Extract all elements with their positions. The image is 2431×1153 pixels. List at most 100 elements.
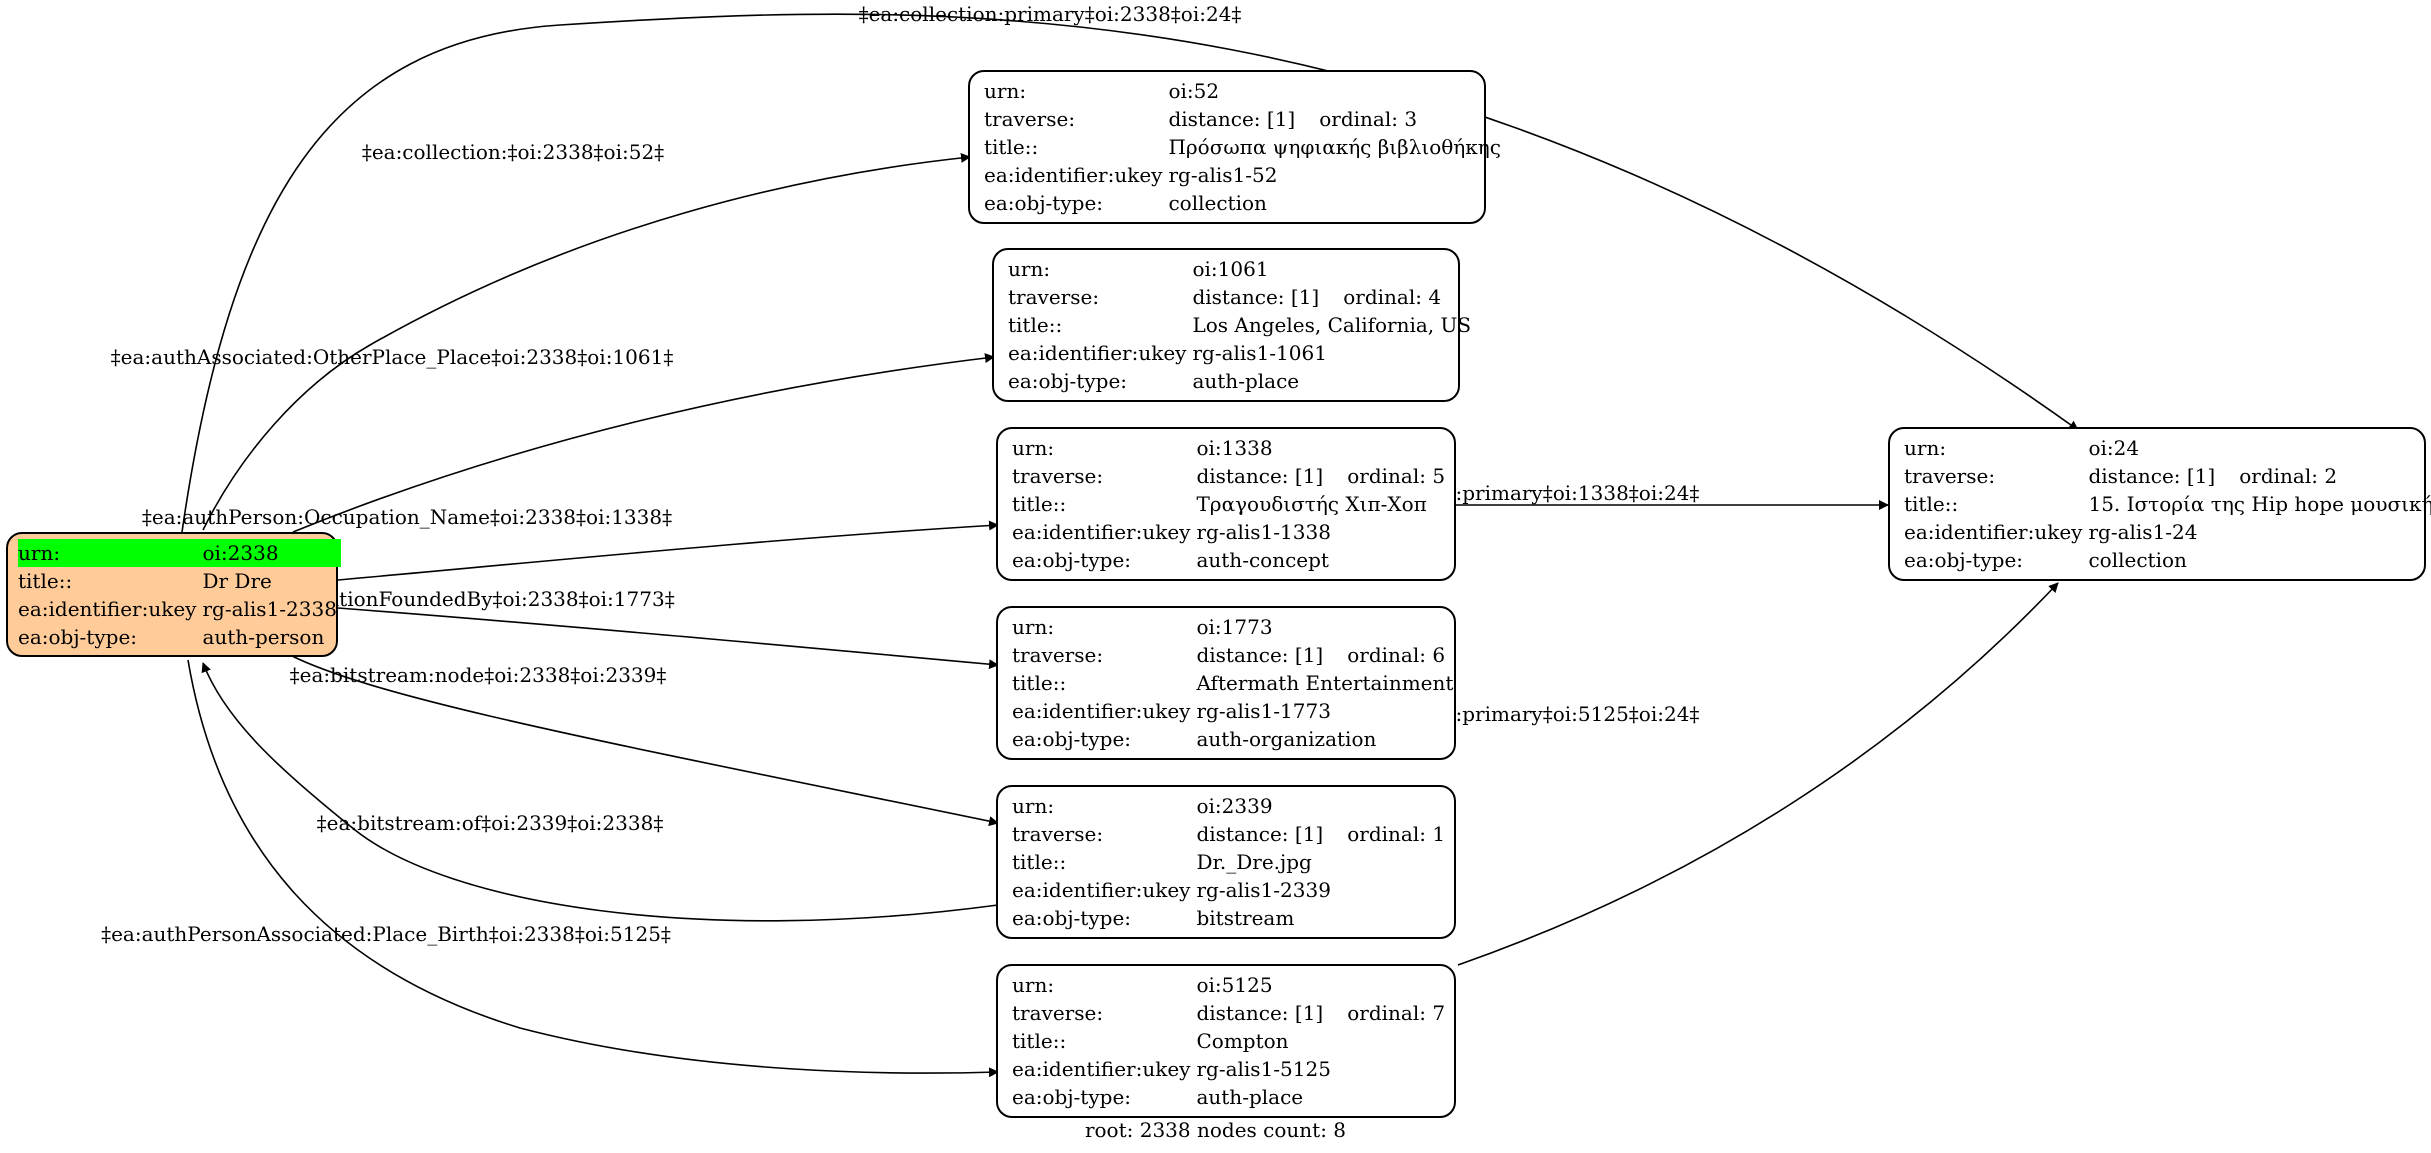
field-key: ea:obj-type: [1012, 727, 1132, 751]
field-key: urn: [1012, 973, 1055, 997]
edge-label: ‡ea:authPerson:Occupation_Name‡oi:2338‡o… [142, 505, 672, 529]
node-ordinal: ordinal: 2 [2239, 464, 2338, 488]
node-table: urn:oi:2339 traverse:distance: [1]ordina… [1012, 792, 1449, 932]
node-title: 15. Ιστορία της Hip hope μουσικής [2088, 492, 2431, 516]
field-key: ea:identifier:ukey [1012, 699, 1191, 723]
node-title: Τραγουδιστής Χιπ-Χοπ [1196, 492, 1427, 516]
node-urn: oi:1773 [1196, 615, 1273, 639]
node-distance: distance: [1] [1196, 1001, 1324, 1025]
field-key: ea:identifier:ukey [18, 597, 197, 621]
root-objtype-row: ea:obj-type: auth-person [18, 623, 341, 651]
edge-root-to-oi1338 [337, 520, 999, 581]
field-key: urn: [1008, 257, 1051, 281]
edge-label: ‡ea:authPersonAssociated:Place_Birth‡oi:… [101, 922, 671, 946]
node-traverse: distance: [1] ordinal: 3 [1168, 105, 1505, 133]
node-traverse: distance: [1] ordinal: 7 [1196, 999, 1449, 1027]
field-key: ea:obj-type: [1012, 906, 1132, 930]
field-key: ea:obj-type: [1012, 1085, 1132, 1109]
root-ukey-row: ea:identifier:ukey rg-alis1-2338 [18, 595, 341, 623]
node-urn: oi:2339 [1196, 794, 1273, 818]
node-oi1061[interactable]: urn:oi:1061 traverse:distance: [1]ordina… [992, 248, 1471, 402]
node-ukey: rg-alis1-5125 [1196, 1057, 1331, 1081]
node-title: Los Angeles, California, US [1192, 313, 1472, 337]
field-key: ea:obj-type: [18, 625, 138, 649]
field-key: ea:identifier:ukey [984, 163, 1163, 187]
node-ordinal: ordinal: 7 [1347, 1001, 1446, 1025]
node-objtype: auth-concept [1196, 548, 1329, 572]
field-key: urn: [1012, 794, 1055, 818]
edge-root-to-oi1061 [292, 353, 995, 533]
field-key: urn: [1012, 436, 1055, 460]
field-key: ea:obj-type: [984, 191, 1104, 215]
node-ordinal: ordinal: 1 [1347, 822, 1446, 846]
node-ordinal: ordinal: 4 [1343, 285, 1442, 309]
field-key: title:: [1008, 313, 1063, 337]
root-node[interactable]: urn: oi:2338 title:: Dr Dre ea:identifie… [6, 532, 341, 657]
field-key: ea:identifier:ukey [1012, 878, 1191, 902]
field-key: traverse: [1904, 464, 1996, 488]
node-distance: distance: [1] [1196, 822, 1324, 846]
node-table: urn:oi:52 traverse:distance: [1]ordinal:… [984, 77, 1505, 217]
edge-label: ‡ea:bitstream:of‡oi:2339‡oi:2338‡ [317, 811, 664, 835]
field-key: traverse: [1012, 1001, 1104, 1025]
node-distance: distance: [1] [1196, 643, 1324, 667]
node-traverse: distance: [1] ordinal: 4 [1192, 283, 1475, 311]
field-value: auth-person [202, 625, 325, 649]
field-key: traverse: [984, 107, 1076, 131]
node-table: urn: oi:1773 traverse: distance: [1] ordina… [1012, 613, 1457, 753]
node-oi1338[interactable]: urn:oi:1338 traverse:distance: [1]ordina… [996, 427, 1456, 581]
edge-label: ‡ea:collection:‡oi:2338‡oi:52‡ [362, 140, 664, 164]
node-traverse: distance: [1] ordinal: 2 [2088, 462, 2431, 490]
field-key: title:: [1012, 1029, 1067, 1053]
node-distance: distance: [1] [1196, 464, 1324, 488]
edge-root-to-oi52 [202, 152, 971, 531]
node-distance: distance: [1] [2088, 464, 2216, 488]
node-oi52[interactable]: urn:oi:52 traverse:distance: [1]ordinal:… [968, 70, 1501, 224]
node-ukey: rg-alis1-1338 [1196, 520, 1331, 544]
node-table: urn:oi:5125 traverse:distance: [1]ordina… [1012, 971, 1449, 1111]
node-ukey: rg-alis1-1061 [1192, 341, 1327, 365]
root-node-table: urn: oi:2338 title:: Dr Dre ea:identifie… [18, 539, 341, 651]
edge-label: ‡ea:authAssociated:OtherPlace_Place‡oi:2… [111, 345, 674, 369]
node-traverse: distance: [1]ordinal: 5 [1196, 462, 1449, 490]
field-key: urn: [18, 539, 203, 567]
node-objtype: bitstream [1196, 906, 1295, 930]
field-key: traverse: [1012, 643, 1104, 667]
node-distance: distance: [1] [1192, 285, 1320, 309]
root-urn-row: urn: oi:2338 [18, 539, 341, 567]
node-title: Aftermath Entertainment [1196, 671, 1454, 695]
field-key: ea:identifier:ukey [1008, 341, 1187, 365]
field-key: ea:identifier:ukey [1904, 520, 2083, 544]
node-distance: distance: [1] [1168, 107, 1296, 131]
field-value: Dr Dre [202, 569, 272, 593]
field-key: ea:obj-type: [1008, 369, 1128, 393]
edge-label: ‡ea:bitstream:node‡oi:2338‡oi:2339‡ [290, 663, 667, 687]
node-table: urn:oi:1061 traverse:distance: [1]ordina… [1008, 255, 1475, 395]
node-table: urn: oi:24 traverse: distance: [1] ordinal:… [1904, 434, 2431, 574]
field-key: ea:obj-type: [1904, 548, 2024, 572]
node-table: urn:oi:1338 traverse:distance: [1]ordina… [1012, 434, 1449, 574]
node-ordinal: ordinal: 3 [1319, 107, 1418, 131]
field-key: title:: [1012, 492, 1067, 516]
edge-root-to-oi1773 [337, 607, 999, 670]
node-oi2339[interactable]: urn:oi:2339 traverse:distance: [1]ordina… [996, 785, 1456, 939]
edge-root-to-oi24 [181, 13, 2079, 533]
edge-root-to-oi2339 [289, 654, 999, 827]
root-title-row: title:: Dr Dre [18, 567, 341, 595]
node-objtype: auth-organization [1196, 727, 1377, 751]
node-urn: oi:24 [2088, 436, 2140, 460]
field-key: title:: [1012, 850, 1067, 874]
edge-label: ‡ea:collection:primary‡oi:2338‡oi:24‡ [859, 2, 1242, 26]
node-urn: oi:1338 [1196, 436, 1273, 460]
node-oi24[interactable]: urn: oi:24 traverse: distance: [1] ordinal:… [1888, 427, 2431, 581]
field-key: urn: [1904, 436, 1947, 460]
field-key: urn: [1012, 615, 1055, 639]
node-title: Dr._Dre.jpg [1196, 850, 1312, 874]
node-oi5125[interactable]: urn:oi:5125 traverse:distance: [1]ordina… [996, 964, 1456, 1118]
node-ukey: rg-alis1-52 [1168, 163, 1278, 187]
field-key: title:: [1012, 671, 1067, 695]
node-objtype: collection [1168, 191, 1267, 215]
node-ukey: rg-alis1-2339 [1196, 878, 1331, 902]
node-oi1773[interactable]: urn: oi:1773 traverse: distance: [1] ordina… [996, 606, 1456, 760]
node-ordinal: ordinal: 6 [1347, 643, 1446, 667]
